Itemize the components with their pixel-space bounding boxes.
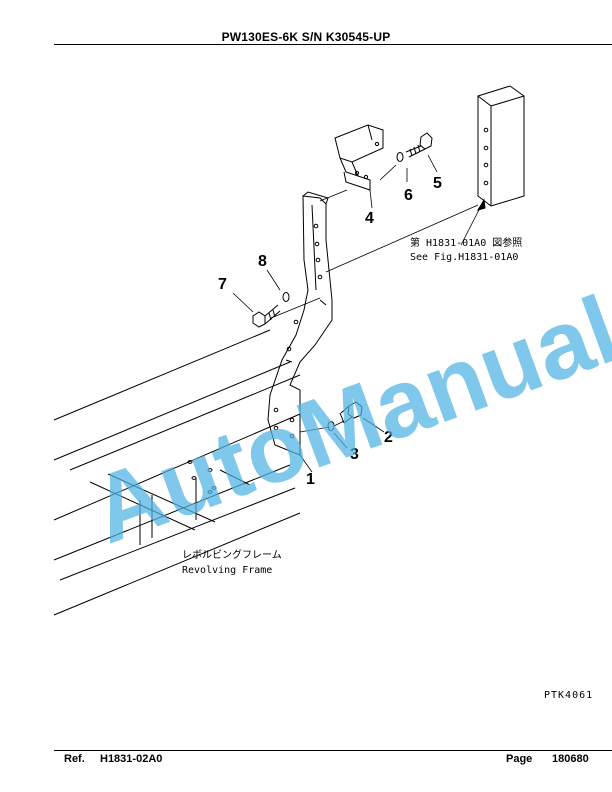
header-divider	[54, 44, 612, 45]
callout-1: 1	[306, 471, 315, 488]
side-member-block	[477, 85, 525, 207]
callout-6: 6	[404, 187, 413, 204]
footer-page-value: 180680	[552, 753, 589, 765]
footer-page-label: Page	[506, 753, 533, 765]
footer-divider	[54, 750, 612, 751]
see-figure-note-en: See Fig.H1831-01A0	[410, 252, 518, 263]
footer-ref-label: Ref.	[64, 753, 85, 765]
footer-ref-value: H1831-02A0	[100, 753, 163, 765]
callout-3: 3	[350, 446, 359, 463]
drawing-code: PTK4061	[544, 690, 593, 701]
callout-4: 4	[365, 210, 374, 227]
page-title: PW130ES-6K S/N K30545-UP	[221, 30, 391, 44]
see-figure-note-jp: 第 H1831-01A0 図参照	[410, 236, 522, 249]
callout-5: 5	[433, 175, 442, 192]
revolving-frame-label-jp: レボルビングフレーム	[182, 548, 282, 561]
revolving-frame-label-en: Revolving Frame	[182, 565, 272, 576]
washer-part-6	[396, 152, 404, 162]
callout-2: 2	[384, 429, 393, 446]
bracket-part-4	[334, 124, 384, 191]
bolt-part-7	[252, 304, 281, 328]
washer-part-8	[282, 292, 290, 302]
callout-7: 7	[218, 276, 227, 293]
bracket-part-1	[267, 191, 333, 456]
callout-8: 8	[258, 253, 267, 270]
watermark: AutoManual	[78, 276, 612, 564]
bolt-part-5	[405, 132, 433, 158]
revolving-frame-drawing	[53, 329, 301, 616]
